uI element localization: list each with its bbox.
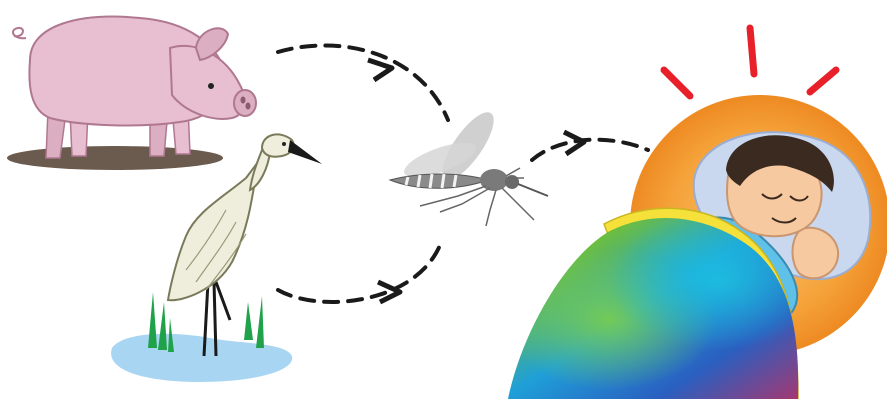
arrow-pig-to-mosquito	[278, 45, 448, 120]
heron-icon	[111, 134, 322, 382]
pig-tail	[13, 28, 26, 38]
arrow-mosquito-to-human	[532, 140, 648, 160]
pig-icon	[7, 17, 256, 170]
pig-snout	[234, 90, 256, 116]
alert-rays	[664, 28, 836, 96]
arrowhead-pig	[368, 60, 392, 80]
water-puddle	[111, 334, 292, 382]
pig-ground-shadow	[7, 146, 223, 170]
arrow-heron-to-mosquito	[278, 240, 442, 302]
sleeping-person-icon	[500, 28, 887, 399]
arrowhead-heron	[378, 282, 400, 302]
pig-eye	[208, 83, 214, 89]
heron-head	[262, 134, 294, 156]
mosquito-icon	[390, 105, 548, 226]
pig-ear	[196, 28, 228, 60]
heron-beak	[288, 140, 322, 164]
